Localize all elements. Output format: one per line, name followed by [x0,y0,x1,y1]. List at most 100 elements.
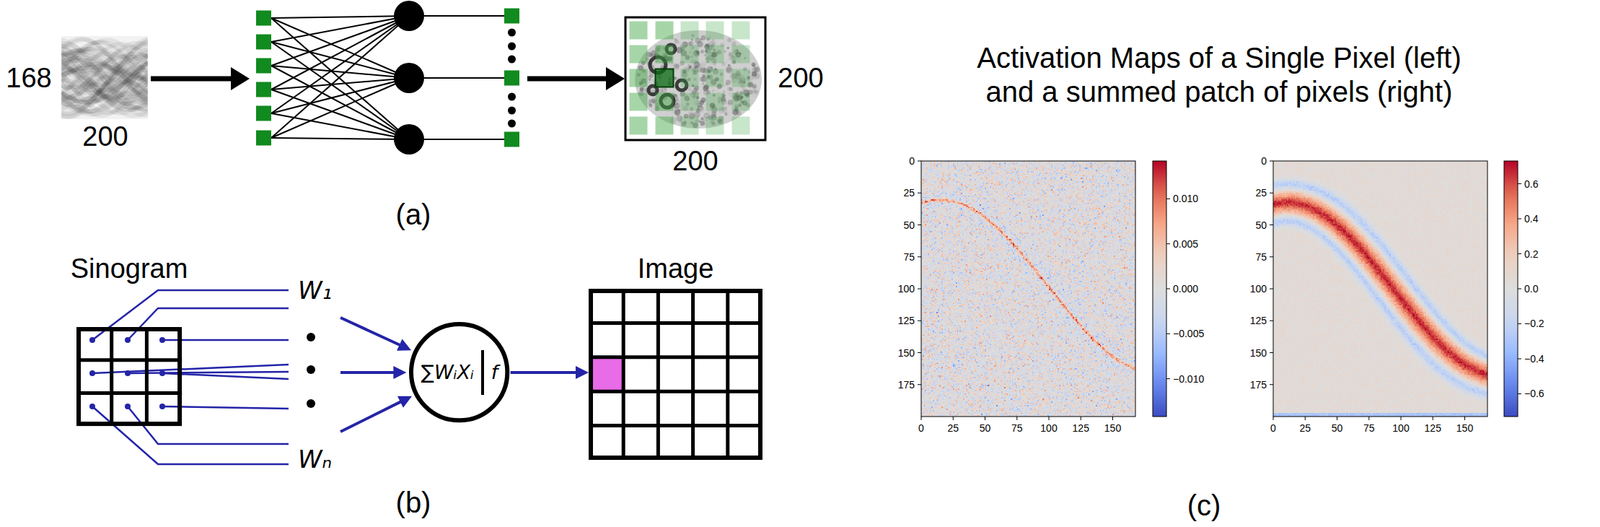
grid-line [656,288,661,460]
weight-label: W₁ [297,276,332,305]
grid-line [144,326,149,426]
heatmap-plot [1269,160,1522,420]
tick-label: 0 [1270,422,1277,434]
patch-square [629,45,648,64]
tick-mark [1166,288,1171,290]
tick-mark [917,160,922,162]
sinogram-trace [61,54,148,101]
grid-line [725,288,730,460]
input-unit [256,130,272,146]
hidden-neuron [393,62,425,94]
tick-label: 150 [1104,422,1122,434]
output-unit [504,132,520,148]
tick-mark [1517,183,1522,184]
arrow-shaft [340,370,395,374]
tick-label: 50 [1331,422,1344,434]
panel-label: (a) [396,197,432,231]
tick-label: 175 [898,378,915,391]
axes-frame [921,160,1136,417]
weight-label: Wₙ [297,445,332,474]
tick-mark [1166,333,1171,334]
tick-mark [917,224,922,226]
ellipsis-dot [507,119,516,128]
texture-speck [729,87,733,91]
texture-speck [752,64,756,68]
tick-label: 125 [1250,314,1267,327]
tick-label: 100 [1040,422,1057,434]
patch-square [629,116,648,135]
texture-speck [722,90,726,94]
panel-label: (c) [1187,488,1222,522]
input-point [89,336,96,343]
network-wire [271,15,410,19]
ellipsis-dot [507,42,516,51]
patch-square [706,93,725,112]
arrow-head [230,67,250,91]
ellipsis-dot [507,93,516,101]
input-unit [256,10,272,26]
tick-mark [917,192,922,194]
hidden-neuron [393,124,425,155]
dimension-label: 200 [777,62,824,95]
tick-label: 100 [1250,282,1267,295]
texture-speck [716,89,719,92]
texture-speck [724,59,729,64]
output-unit [504,70,520,86]
input-wires [89,289,316,464]
colorbar [1152,160,1167,417]
image-frame [625,17,766,140]
input-point [159,370,166,376]
texture-speck [687,110,694,117]
activation-function: f [491,360,499,384]
connector [510,370,580,374]
tick-mark [1269,352,1274,353]
texture-speck [727,92,731,96]
patch-square [732,93,751,112]
tick-mark [1336,416,1338,420]
colorbar-tick-label: 0.005 [1172,238,1199,250]
colorbar-tick-label: −0.2 [1524,317,1545,329]
texture-speck [701,82,705,86]
texture-speck [711,89,715,93]
tick-mark [952,416,954,420]
tick-mark [1166,198,1171,200]
input-wire [127,308,289,340]
tick-mark [1166,377,1171,379]
input-point [159,403,166,410]
tick-mark [1269,288,1274,290]
network-wire [271,41,410,78]
heading-row: Image [588,252,763,285]
tick-mark [917,288,922,290]
texture-speck [727,95,731,99]
heading-row: Sinogram [76,252,182,285]
neuron-circle: ∑WᵢXᵢf [408,321,511,423]
output-unit [504,8,520,24]
texture-speck [701,35,707,41]
image-ground [625,17,766,140]
activation-map [1273,160,1488,417]
patch-square [655,45,674,64]
texture-speck [678,108,681,112]
texture-speck [727,38,732,43]
weight-arrow [340,365,407,379]
tick-mark [1517,253,1522,254]
ellipsis-dot [507,106,516,115]
colorbar-tick-label: 0.4 [1524,212,1538,225]
tick-label: 0 [908,155,915,167]
tick-mark [1269,256,1274,257]
tick-mark [921,416,922,420]
ellipsis-dot [306,398,316,408]
patch-square [706,116,725,135]
divider-bar [481,349,485,395]
tick-mark [1269,224,1274,226]
patch-square [706,45,725,64]
tick-mark [1269,383,1274,385]
colorbar-tick-label: −0.6 [1524,387,1545,399]
input-point [89,403,96,410]
texture-speck [725,79,731,85]
patch-square [706,69,725,88]
tick-mark [917,320,922,322]
arrow-shaft [150,76,233,82]
tick-label: 150 [898,346,915,358]
flow-arrow [150,67,250,91]
